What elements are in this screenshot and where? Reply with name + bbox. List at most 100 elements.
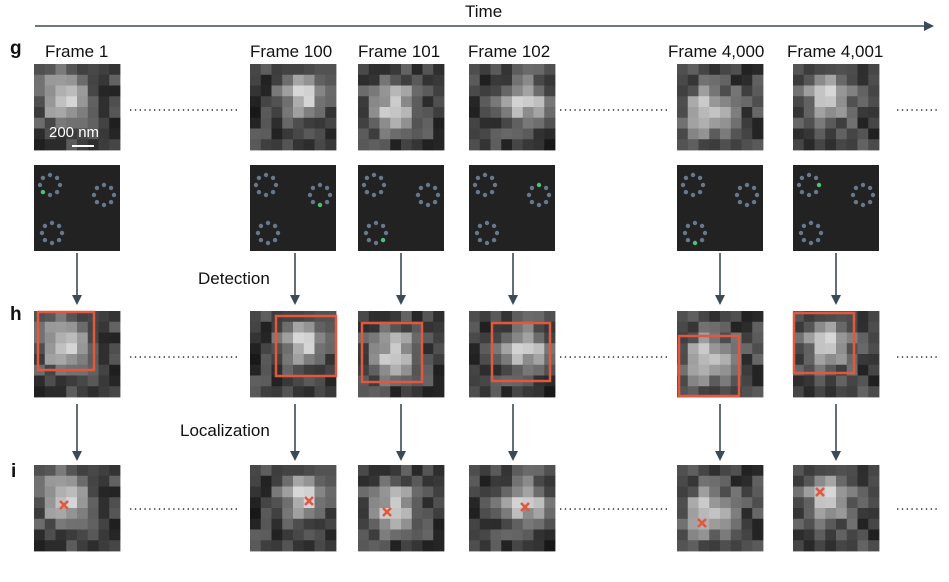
- localization-marker-6: [815, 487, 825, 497]
- emitter-dot: [272, 237, 278, 243]
- emitter-dot: [798, 230, 804, 236]
- emitter-dot: [853, 199, 859, 205]
- active-emitter-dot: [816, 182, 822, 188]
- emitter-dot: [475, 175, 481, 181]
- emitter-dot: [258, 237, 264, 243]
- detection-box-2: [274, 314, 338, 378]
- frame-tile-i-2: [250, 465, 337, 552]
- emitter-dot: [258, 223, 264, 229]
- frame-label-4000: Frame 4,000: [668, 42, 765, 61]
- emitter-dot: [751, 199, 757, 205]
- emitter-dot: [363, 230, 369, 236]
- emitter-dot: [543, 185, 549, 191]
- emitter-dot: [263, 172, 269, 178]
- emitter-dot: [56, 223, 62, 229]
- emitter-dot: [474, 230, 480, 236]
- emitter-dot: [860, 182, 866, 188]
- emitter-dot: [415, 192, 421, 198]
- frame-tile-g-3: [358, 64, 445, 151]
- emitter-dot: [489, 175, 495, 181]
- panel-label-i: i: [11, 461, 17, 482]
- emitter-dot: [853, 185, 859, 191]
- emitter-dot: [806, 192, 812, 198]
- emitter-dot: [744, 182, 750, 188]
- emitter-dot: [818, 230, 824, 236]
- emitter-dot: [37, 182, 43, 188]
- emitter-dot: [536, 202, 542, 208]
- emitter-dot: [682, 230, 688, 236]
- detection-box-3: [360, 321, 424, 384]
- emitter-dot: [373, 220, 379, 226]
- emitter-panel-6: [793, 165, 879, 251]
- active-emitter-dot: [536, 182, 542, 188]
- emitter-dot: [546, 192, 552, 198]
- localization-label: Localization: [180, 421, 270, 440]
- emitter-dot: [491, 223, 497, 229]
- frame-label-101: Frame 101: [358, 42, 441, 61]
- emitter-dot: [472, 182, 478, 188]
- detection-box-6: [792, 311, 856, 375]
- emitter-dot: [432, 199, 438, 205]
- emitter-dot: [364, 189, 370, 195]
- emitter-panel-4: [469, 165, 555, 251]
- emitter-dot: [692, 220, 698, 226]
- frame-tile-h-5: [677, 311, 764, 398]
- emitter-dot: [801, 223, 807, 229]
- emitter-dot: [366, 237, 372, 243]
- frame-tile-h-2: [250, 311, 337, 398]
- emitter-dot: [373, 240, 379, 246]
- emitter-dot: [324, 199, 330, 205]
- emitter-dot: [737, 199, 743, 205]
- emitter-dot: [273, 182, 279, 188]
- emitter-dot: [361, 182, 367, 188]
- frame-label-100: Frame 100: [250, 42, 333, 61]
- emitter-dot: [699, 223, 705, 229]
- emitter-panel-3: [358, 165, 444, 251]
- localization-marker-2: [304, 496, 314, 506]
- emitter-dot: [378, 175, 384, 181]
- emitter-dot: [42, 237, 48, 243]
- frame-tile-i-5: [677, 465, 764, 552]
- active-emitter-dot: [317, 202, 323, 208]
- emitter-dot: [529, 199, 535, 205]
- emitter-dot: [482, 192, 488, 198]
- emitter-dot: [380, 223, 386, 229]
- emitter-panel-1: [34, 165, 120, 251]
- panel-label-g: g: [10, 38, 22, 59]
- emitter-dot: [484, 240, 490, 246]
- emitter-dot: [482, 172, 488, 178]
- emitter-dot: [94, 199, 100, 205]
- emitter-dot: [371, 172, 377, 178]
- emitter-dot: [860, 202, 866, 208]
- emitter-dot: [425, 182, 431, 188]
- emitter-dot: [40, 175, 46, 181]
- emitter-dot: [56, 237, 62, 243]
- localization-marker-1: [59, 500, 69, 510]
- frame-tile-g-2: [250, 64, 337, 151]
- frame-tile-i-4: [469, 465, 556, 552]
- emitter-dot: [255, 230, 261, 236]
- emitter-dot: [700, 182, 706, 188]
- emitter-dot: [108, 199, 114, 205]
- emitter-dot: [272, 223, 278, 229]
- emitter-dot: [270, 175, 276, 181]
- emitter-panel-2: [250, 165, 336, 251]
- emitter-dot: [813, 189, 819, 195]
- emitter-dot: [867, 185, 873, 191]
- emitter-dot: [383, 230, 389, 236]
- frame-label-1: Frame 1: [45, 42, 109, 61]
- localization-marker-3: [382, 507, 392, 517]
- emitter-dot: [47, 172, 53, 178]
- emitter-dot: [526, 192, 532, 198]
- emitter-dot: [275, 230, 281, 236]
- frame-label-4001: Frame 4,001: [787, 42, 884, 61]
- emitter-dot: [867, 199, 873, 205]
- emitter-dot: [680, 182, 686, 188]
- frame-tile-i-1: [34, 465, 121, 552]
- emitter-dot: [737, 185, 743, 191]
- frame-tile-h-1: [34, 311, 121, 398]
- emitter-dot: [699, 237, 705, 243]
- emitter-dot: [327, 192, 333, 198]
